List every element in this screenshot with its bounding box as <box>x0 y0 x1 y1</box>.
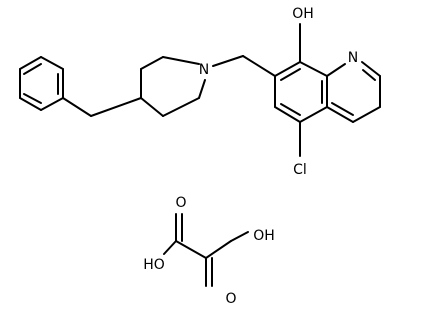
oxalic-acid-molecule: O HO O OH <box>143 195 275 307</box>
hydroxyl-label: OH <box>292 6 314 22</box>
methylene-linker <box>212 55 276 77</box>
benzyl-linker <box>62 97 142 117</box>
quinoline-molecule: N N <box>19 6 381 178</box>
carbonyl-oxygen-top-label: O <box>175 195 186 211</box>
hydroxyl-left-label: HO <box>143 257 165 273</box>
quinoline-pyridine-ring <box>326 61 381 123</box>
carbonyl-oxygen-bottom-label: O <box>225 291 236 307</box>
hydroxyl-right-label: OH <box>253 228 275 244</box>
chlorine-label: Cl <box>293 162 307 178</box>
piperidine-nitrogen-label: N <box>199 62 209 78</box>
quinoline-nitrogen-label: N <box>348 50 358 66</box>
benzene-ring <box>19 56 64 111</box>
quinoline-carbocycle <box>274 61 328 123</box>
piperidine-ring <box>140 56 206 117</box>
